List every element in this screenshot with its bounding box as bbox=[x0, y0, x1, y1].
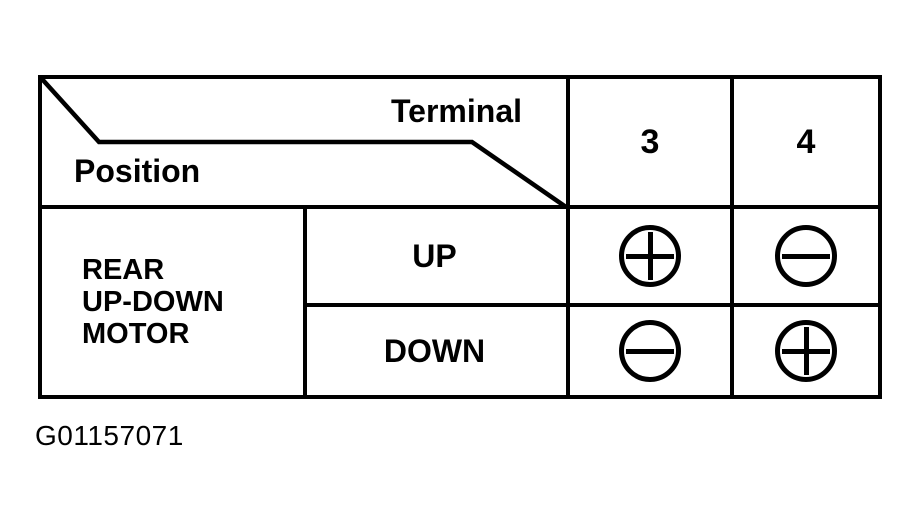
column3-divider-line bbox=[566, 79, 570, 395]
cell-down-terminal-3 bbox=[570, 307, 730, 395]
terminal-header-label: Terminal bbox=[391, 93, 522, 129]
minus-circle-icon bbox=[619, 320, 681, 382]
horizontal-bar bbox=[782, 253, 830, 259]
plus-circle-icon bbox=[619, 225, 681, 287]
position-up-cell: UP bbox=[412, 237, 457, 274]
terminal-position-table: Terminal Position 3 4 REAR UP-DOWN MOTOR… bbox=[38, 75, 882, 399]
horizontal-bar bbox=[626, 348, 674, 354]
position-header-label: Position bbox=[74, 153, 201, 189]
motor-label-line: REAR bbox=[82, 254, 165, 286]
vertical-bar bbox=[803, 327, 809, 375]
minus-circle-icon bbox=[775, 225, 837, 287]
corner-diagonal-split bbox=[42, 79, 566, 209]
cell-up-terminal-4 bbox=[734, 209, 878, 303]
motor-label-line: MOTOR bbox=[82, 318, 190, 350]
motor-label-line: UP-DOWN bbox=[82, 286, 224, 318]
plus-circle-icon bbox=[775, 320, 837, 382]
motor-label: REAR UP-DOWN MOTOR bbox=[42, 209, 303, 395]
column-header-terminal-3: 3 bbox=[640, 122, 660, 161]
cell-down-terminal-4 bbox=[734, 307, 878, 395]
figure-id-caption: G01157071 bbox=[35, 420, 184, 451]
column-header-terminal-4: 4 bbox=[796, 122, 816, 161]
position-down-cell: DOWN bbox=[383, 332, 486, 369]
header-divider-line bbox=[42, 205, 878, 209]
vertical-bar bbox=[647, 232, 653, 280]
cell-up-terminal-3 bbox=[570, 209, 730, 303]
column4-divider-line bbox=[730, 79, 734, 395]
up-down-divider-line bbox=[303, 303, 878, 307]
motor-position-divider-line bbox=[303, 205, 307, 395]
